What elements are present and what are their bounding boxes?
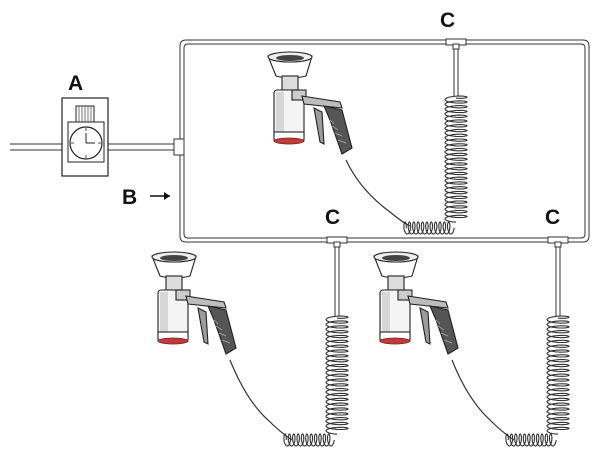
coiled-hose-mid — [283, 315, 349, 447]
label-a: A — [68, 72, 83, 95]
eyewash-unit-top — [267, 51, 353, 155]
tee-connector-top — [445, 38, 467, 50]
label-c-mid: C — [325, 206, 340, 229]
supply-line — [10, 143, 178, 151]
label-b: B — [122, 186, 137, 209]
drop-hoses — [334, 49, 561, 316]
coiled-hose-top — [403, 95, 468, 235]
tee-connector-right — [547, 236, 569, 248]
thermostatic-valve — [61, 97, 109, 177]
hose-slack — [229, 159, 515, 441]
label-b-group: B — [122, 186, 170, 209]
eyewash-unit-right — [373, 251, 459, 355]
eyewash-unit-left — [151, 251, 237, 355]
coiled-hose-right — [505, 315, 570, 447]
label-c-top: C — [440, 9, 455, 32]
inlet-tee — [173, 138, 185, 156]
label-c-right: C — [545, 206, 560, 229]
tee-connector-mid — [326, 236, 348, 248]
loop-piping — [179, 39, 590, 243]
